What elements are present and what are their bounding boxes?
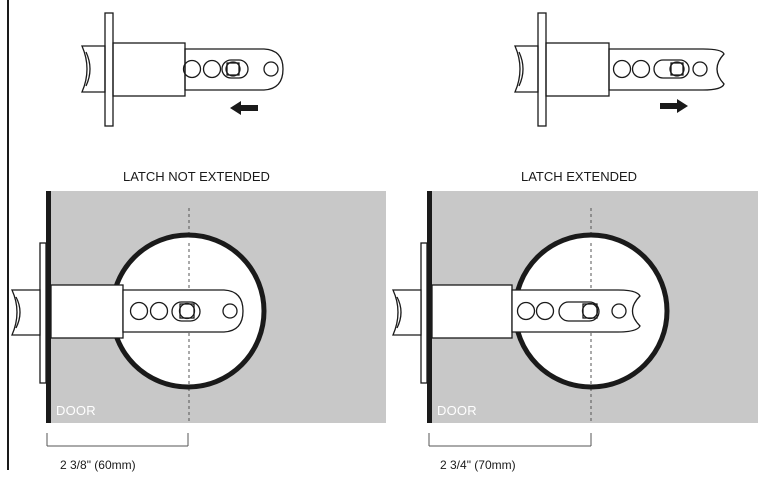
faceplate	[537, 12, 547, 127]
top-right-latch	[514, 12, 725, 127]
top-left-latch	[81, 12, 284, 127]
latch-tail	[122, 289, 244, 333]
dimension-label-right: 2 3/4" (70mm)	[440, 458, 516, 472]
door-label-right: DOOR	[437, 403, 477, 418]
door-label-left: DOOR	[56, 403, 96, 418]
door-edge	[46, 191, 51, 423]
latch-tail	[511, 289, 641, 333]
left-arrow-icon	[230, 101, 258, 115]
left-panel	[10, 191, 386, 447]
latch-bolt	[81, 45, 106, 93]
latch-housing	[431, 284, 513, 339]
latch-tail	[608, 48, 725, 91]
latch-tail	[184, 48, 284, 91]
faceplate	[104, 12, 114, 127]
door-edge	[427, 191, 432, 423]
latch-bolt	[10, 289, 41, 336]
caption-latch-not-extended: LATCH NOT EXTENDED	[123, 169, 270, 184]
right-arrow-icon	[660, 99, 688, 113]
dimension-label-left: 2 3/8" (60mm)	[60, 458, 136, 472]
faceplate	[420, 242, 428, 384]
latch-bolt	[514, 45, 539, 93]
latch-bolt	[391, 289, 422, 336]
latch-housing	[545, 42, 610, 97]
faceplate	[39, 242, 47, 384]
caption-latch-extended: LATCH EXTENDED	[521, 169, 638, 184]
latch-housing	[50, 284, 124, 339]
latch-housing	[112, 42, 186, 97]
right-panel	[391, 191, 758, 447]
